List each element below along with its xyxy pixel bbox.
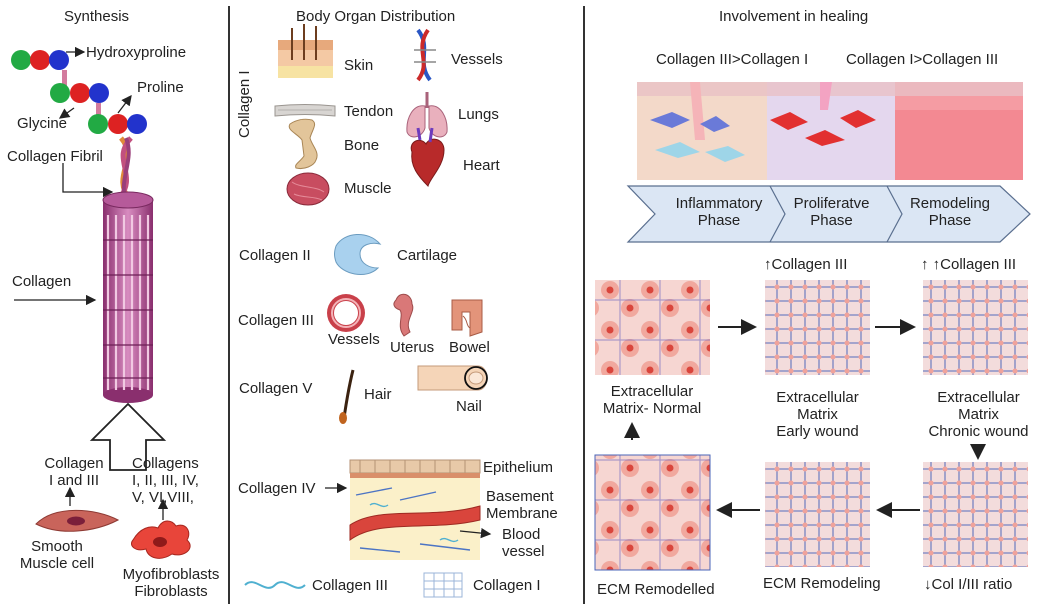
hydroxyproline-bead — [49, 50, 69, 70]
synthesis-panel — [11, 46, 191, 559]
uterus-label: Uterus — [390, 339, 435, 356]
bone-label: Bone — [344, 137, 380, 154]
tendon-label: Tendon — [344, 103, 394, 120]
ecm-chronic-label: Extracellular Matrix Chronic wound — [928, 389, 1029, 440]
wound-tissue-strip — [637, 82, 1023, 180]
ecm-normal-image — [595, 280, 710, 375]
glycine-bead — [11, 50, 31, 70]
synthesis-hollow-arrow — [89, 402, 167, 471]
amino-acid-chain-top — [11, 46, 86, 86]
finger-nail-icon — [417, 365, 488, 391]
ecm-early-label: Extracellular Matrix Early wound — [776, 389, 859, 440]
phase-proliferative-label: Proliferatve Phase — [793, 195, 870, 229]
heart-icon — [410, 127, 445, 187]
glycine-pointer — [58, 107, 75, 119]
muscle-icon — [286, 172, 330, 206]
healing-panel — [594, 82, 1031, 571]
smooth-muscle-cell-icon — [35, 509, 120, 532]
organ-distribution-title: Body Organ Distribution — [296, 8, 456, 25]
amino-acid-chain-middle — [50, 83, 109, 119]
collagen-i-label: Collagen I — [236, 70, 253, 138]
bone-icon — [288, 118, 318, 169]
muscle-label: Muscle — [344, 180, 392, 197]
skin-icon — [278, 24, 333, 78]
collagen-fibril-bundle — [102, 191, 154, 403]
skin-label: Skin — [344, 57, 374, 74]
nail-label: Nail — [456, 398, 482, 415]
up-collagen-iii-label: ↑Collagen III — [764, 256, 848, 273]
hair-icon — [339, 369, 355, 424]
uterus-icon — [393, 293, 414, 337]
bowel-label: Bowel — [449, 339, 490, 356]
collagen-i-iii-label: Collagen I and III — [44, 455, 104, 489]
organ-distribution-panel — [244, 24, 492, 598]
fibril-pointer — [62, 163, 114, 198]
glycine-label: Glycine — [17, 115, 68, 132]
basement-membrane-tissue — [349, 459, 481, 560]
phase-remodeling-label: Remodeling Phase — [909, 195, 991, 229]
blood-vessel-pointer — [459, 527, 492, 539]
upup-collagen-iii-label: ↑ ↑Collagen III — [921, 256, 1017, 273]
divider-left — [228, 6, 230, 604]
collagen-v-label: Collagen V — [239, 380, 313, 397]
myofibroblast-icon — [131, 520, 191, 559]
phase-arrow-band — [626, 185, 1031, 243]
proline-label: Proline — [137, 79, 184, 96]
epithelium-label: Epithelium — [483, 459, 554, 476]
proline-bead — [30, 50, 50, 70]
ecm-remodeling-label: ECM Remodeling — [763, 575, 881, 592]
healing-title: Involvement in healing — [719, 8, 869, 25]
collagen-i-legend-swatch — [423, 572, 463, 598]
collagens-list-label: Collagens I, II, III, IV, V, VI,VIII, — [132, 455, 199, 506]
cartilage-icon — [334, 234, 382, 276]
cartilage-label: Cartilage — [397, 247, 458, 264]
col-ratio-label: ↓Col I/III ratio — [924, 576, 1013, 593]
nail-highlight-circle — [464, 366, 488, 390]
ratio-right-label: Collagen I>Collagen III — [846, 51, 999, 68]
ecm-chronic-remodel-image — [923, 462, 1028, 567]
blood-vessel-label: Blood vessel — [502, 526, 545, 560]
collagen-fibril-label: Collagen Fibril — [7, 148, 103, 165]
ecm-normal-label: Extracellular Matrix- Normal — [602, 383, 702, 417]
collagen-iii-label: Collagen III — [238, 312, 314, 329]
collagen-fibril-twist — [116, 136, 133, 202]
hair-label: Hair — [364, 386, 392, 403]
phase-inflammatory-label: Inflammatory Phase — [675, 195, 763, 229]
ecm-remodelled-label: ECM Remodelled — [597, 581, 715, 598]
vessels-icon — [414, 28, 436, 82]
vessels-label: Vessels — [451, 51, 503, 68]
collagen-ii-label: Collagen II — [239, 247, 311, 264]
basement-membrane-label: Basement Membrane — [486, 488, 558, 522]
vessel-ring-icon — [327, 294, 365, 332]
ecm-early-wound-image — [765, 280, 870, 375]
divider-right — [583, 6, 585, 604]
chain-link — [62, 70, 67, 86]
collagen-iii-legend-swatch — [244, 581, 306, 589]
ecm-remodelled-image — [595, 455, 710, 570]
amino-acid-chain-bottom — [88, 94, 147, 134]
collagen-iv-label: Collagen IV — [238, 480, 316, 497]
myofibroblasts-label: Myofibroblasts Fibroblasts — [122, 566, 220, 600]
bowel-icon — [451, 299, 483, 337]
ecm-chronic-wound-image — [923, 280, 1028, 375]
synthesis-title: Synthesis — [64, 8, 130, 25]
lungs-label: Lungs — [458, 106, 499, 123]
heart-label: Heart — [463, 157, 500, 174]
proline-pointer — [117, 94, 132, 114]
hydroxyproline-label: Hydroxyproline — [86, 44, 187, 61]
tendon-icon — [274, 104, 336, 117]
collagen-label: Collagen — [12, 273, 72, 290]
legend-collagen-i-label: Collagen I — [473, 577, 541, 594]
lungs-icon — [406, 92, 448, 138]
vessels-iii-label: Vessels — [328, 331, 380, 348]
legend-collagen-iii-label: Collagen III — [312, 577, 388, 594]
smooth-muscle-label: Smooth Muscle cell — [19, 538, 95, 572]
ecm-remodeling-image — [765, 462, 870, 567]
ratio-left-label: Collagen III>Collagen I — [656, 51, 809, 68]
